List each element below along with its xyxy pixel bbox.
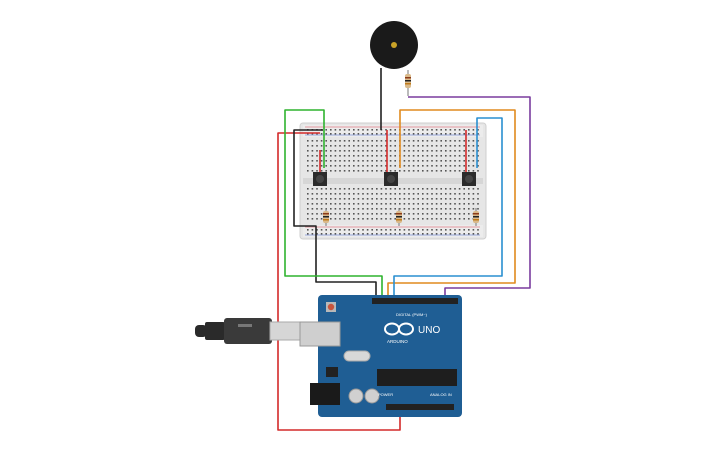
power-header-label: POWER bbox=[378, 392, 393, 397]
board-brand-label: ARDUINO bbox=[387, 339, 408, 344]
wire-black-gnd[interactable] bbox=[293, 129, 377, 296]
pushbutton-1[interactable] bbox=[313, 172, 327, 186]
digital-header-label: DIGITAL (PWM~) bbox=[396, 312, 428, 317]
wire-orange[interactable] bbox=[387, 109, 516, 296]
breadboard-holes bbox=[307, 129, 479, 235]
usb-cable-icon[interactable] bbox=[195, 318, 303, 344]
arduino-logo-icon bbox=[384, 322, 414, 336]
wire-blue[interactable] bbox=[393, 117, 503, 296]
resistor-buzzer[interactable] bbox=[405, 70, 411, 96]
wire-red-5v[interactable] bbox=[277, 132, 401, 431]
board-model-label: UNO bbox=[418, 325, 440, 336]
arduino-uno-board[interactable]: UNO ARDUINO DIGITAL (PWM~) POWER ANALOG … bbox=[299, 295, 462, 417]
buzzer[interactable] bbox=[370, 21, 418, 69]
pushbutton-2[interactable] bbox=[384, 172, 398, 186]
pushbutton-3[interactable] bbox=[462, 172, 476, 186]
analog-header-label: ANALOG IN bbox=[430, 392, 452, 397]
resistor-3[interactable] bbox=[473, 208, 479, 226]
wire-purple[interactable] bbox=[408, 96, 531, 296]
resistor-2[interactable] bbox=[396, 208, 402, 226]
wire-green[interactable] bbox=[284, 109, 383, 296]
resistor-1[interactable] bbox=[323, 208, 329, 226]
